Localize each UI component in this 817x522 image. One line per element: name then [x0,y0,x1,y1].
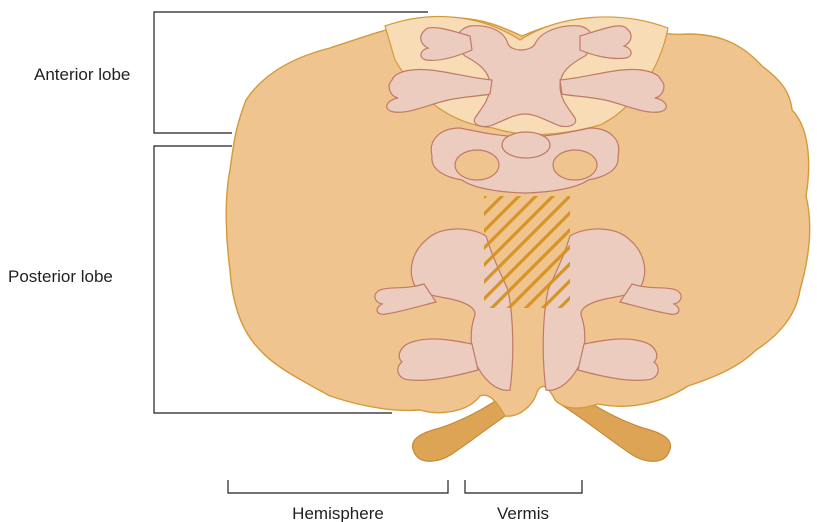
hemisphere-label: Hemisphere [292,504,384,522]
hemisphere-bracket [228,480,448,493]
posterior-lobe-label: Posterior lobe [8,267,113,286]
anterior-lobe-label: Anterior lobe [34,65,130,84]
vermis-bracket [465,480,582,493]
vermis-label: Vermis [497,504,549,522]
hatched-vermis-area [484,196,570,308]
